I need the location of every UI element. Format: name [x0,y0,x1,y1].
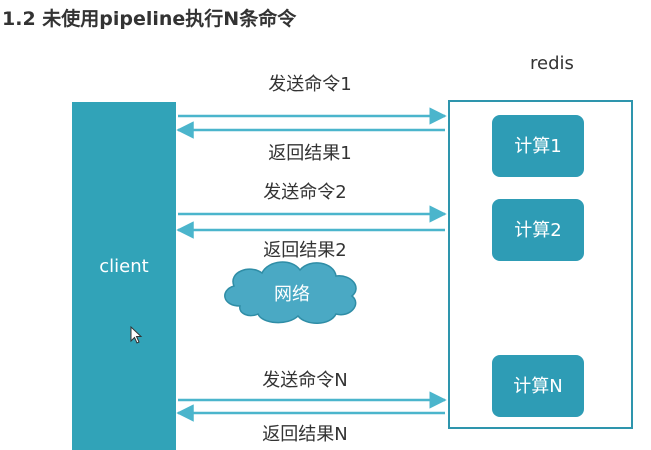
cloud-label: 网络 [274,284,310,305]
send-label-n: 发送命令N [262,370,347,391]
send-label-2: 发送命令2 [263,182,346,203]
return-label-1: 返回结果1 [268,143,351,164]
send-label-1: 发送命令1 [268,74,351,95]
client-box [72,102,176,450]
return-label-n: 返回结果N [262,424,347,445]
client-label: client [99,256,148,277]
mouse-cursor-icon [130,325,143,344]
return-label-2: 返回结果2 [263,240,346,261]
compute-label-1: 计算1 [514,136,561,157]
compute-box-1 [492,115,584,177]
compute-label-2: 计算2 [514,220,561,241]
network-cloud [224,261,357,324]
page-heading: 1.2 未使用pipeline执行N条命令 [2,8,297,30]
compute-box-2 [492,199,584,261]
redis-label: redis [530,53,574,74]
compute-box-n [492,355,584,417]
compute-label-n: 计算N [513,376,562,397]
